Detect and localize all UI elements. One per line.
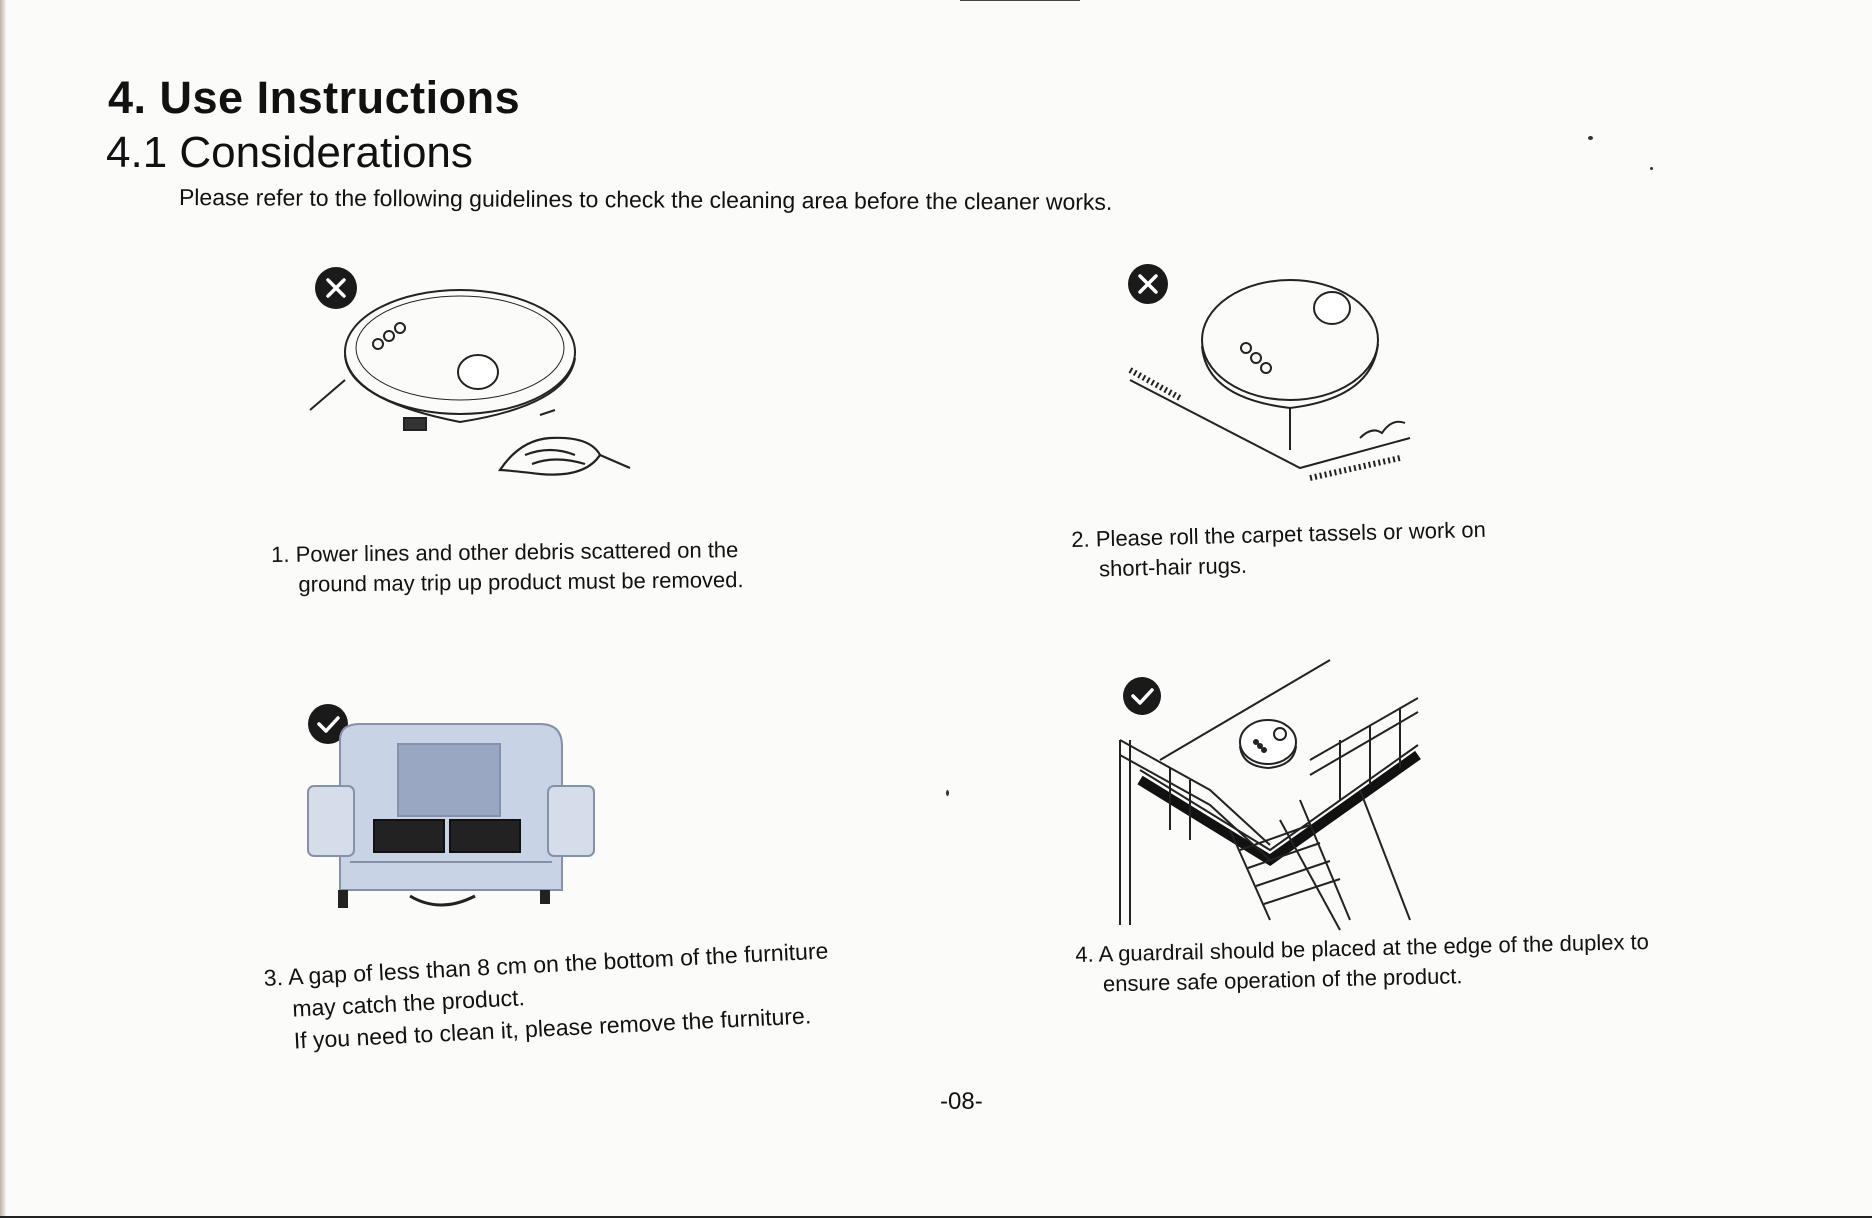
check-icon [1123, 677, 1161, 715]
power-cord-icon [497, 408, 631, 476]
section-heading: 4. Use Instructions [108, 72, 521, 123]
scan-speck [946, 790, 949, 796]
page-number: -08- [940, 1088, 983, 1115]
item-3-caption: 3. A gap of less than 8 cm on the bottom… [263, 934, 832, 1057]
check-icon [308, 704, 348, 744]
item-3-number: 3. [263, 964, 284, 991]
illustration-low-furniture [307, 704, 595, 908]
intro-text: Please refer to the following guidelines… [178, 184, 1113, 215]
sofa-icon [307, 723, 595, 908]
item-2-line2: short-hair rugs. [1098, 552, 1248, 582]
robot-vacuum-icon [1239, 719, 1297, 770]
illustration-carpet-tassels [1128, 264, 1411, 481]
item-4-caption: 4. A guardrail should be placed at the e… [1075, 927, 1650, 1000]
item-1-line1: Power lines and other debris scattered o… [295, 537, 739, 567]
item-2-number: 2. [1071, 526, 1091, 552]
stairs-icon [1229, 789, 1411, 931]
item-1-number: 1. [271, 541, 290, 567]
illustration-duplex-guardrail [1119, 659, 1421, 931]
illustration-power-cord [309, 267, 631, 476]
item-4-number: 4. [1075, 941, 1094, 967]
robot-vacuum-icon [1201, 279, 1379, 450]
item-2-line1: Please roll the carpet tassels or work o… [1095, 516, 1487, 552]
item-1-line2: ground may trip up product must be remov… [298, 567, 744, 597]
carpet-icon [1128, 367, 1411, 481]
item-1-caption: 1. Power lines and other debris scattere… [271, 535, 744, 600]
scan-speck [1650, 167, 1653, 170]
subsection-heading: 4.1 Considerations [106, 128, 473, 177]
item-2-caption: 2. Please roll the carpet tassels or wor… [1071, 515, 1487, 585]
page-edge-shadow [0, 0, 6, 1218]
guardrail-icon [1119, 697, 1419, 925]
cross-icon [315, 267, 357, 309]
scan-speck [1588, 136, 1593, 140]
top-edge-mark [960, 0, 1080, 1]
robot-vacuum-icon [309, 289, 576, 431]
bottom-border-line [0, 1216, 1872, 1218]
cross-icon [1128, 264, 1168, 304]
